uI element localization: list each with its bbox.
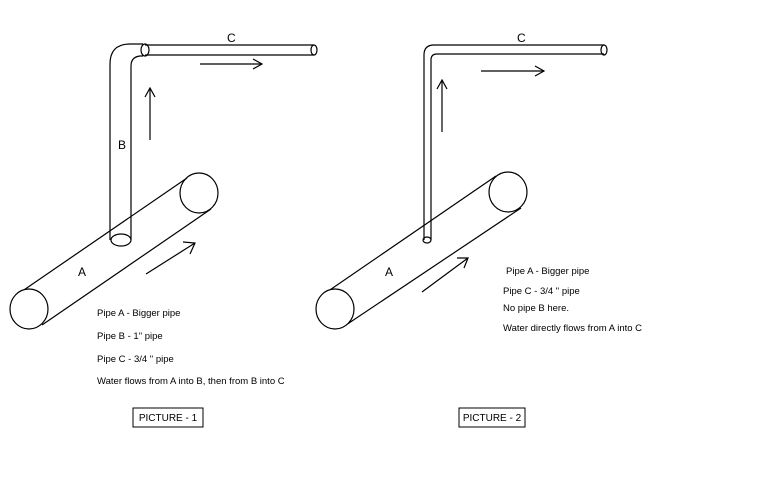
pipe-c-2 — [422, 44, 608, 244]
note-pipe-c-2: Pipe C - 3/4 " pipe — [503, 286, 580, 297]
caption-box-2 — [458, 407, 526, 428]
caption-picture-2: PICTURE - 2 — [463, 413, 522, 424]
flow-arrow-a-1 — [145, 241, 196, 275]
note-pipe-c-1: Pipe C - 3/4 " pipe — [97, 354, 174, 365]
caption-box-1 — [132, 407, 204, 428]
pipe-a-1 — [9, 172, 219, 330]
caption-picture-1: PICTURE - 1 — [139, 413, 198, 424]
label-pipe-b-1: B — [118, 138, 126, 152]
flow-arrow-c-1 — [200, 58, 264, 70]
picture-2: A C Pipe A - Bigger pipe Pipe C - 3/4 " … — [315, 31, 642, 428]
pipe-c-1 — [140, 43, 318, 57]
label-pipe-a-1: A — [78, 265, 86, 279]
flow-arrow-b-1 — [144, 86, 156, 140]
pipe-b-1 — [109, 43, 143, 247]
note-pipe-b-1: Pipe B - 1" pipe — [97, 331, 163, 342]
note-no-pipe-b-2: No pipe B here. — [503, 303, 569, 314]
label-pipe-a-2: A — [385, 265, 393, 279]
picture-1: A B C Pipe A - Bigger pipe Pipe B - 1" p… — [9, 31, 318, 428]
flow-arrow-up-2 — [436, 78, 448, 132]
label-pipe-c-2: C — [517, 31, 526, 45]
note-pipe-a-1: Pipe A - Bigger pipe — [97, 308, 180, 319]
pipe-a-2 — [315, 171, 528, 330]
note-pipe-a-2: Pipe A - Bigger pipe — [506, 266, 589, 277]
label-pipe-c-1: C — [227, 31, 236, 45]
note-flow-2: Water directly flows from A into C — [503, 323, 642, 334]
flow-arrow-c-2 — [481, 65, 546, 77]
note-flow-1: Water flows from A into B, then from B i… — [97, 376, 285, 387]
flow-arrow-a-2 — [421, 257, 469, 293]
